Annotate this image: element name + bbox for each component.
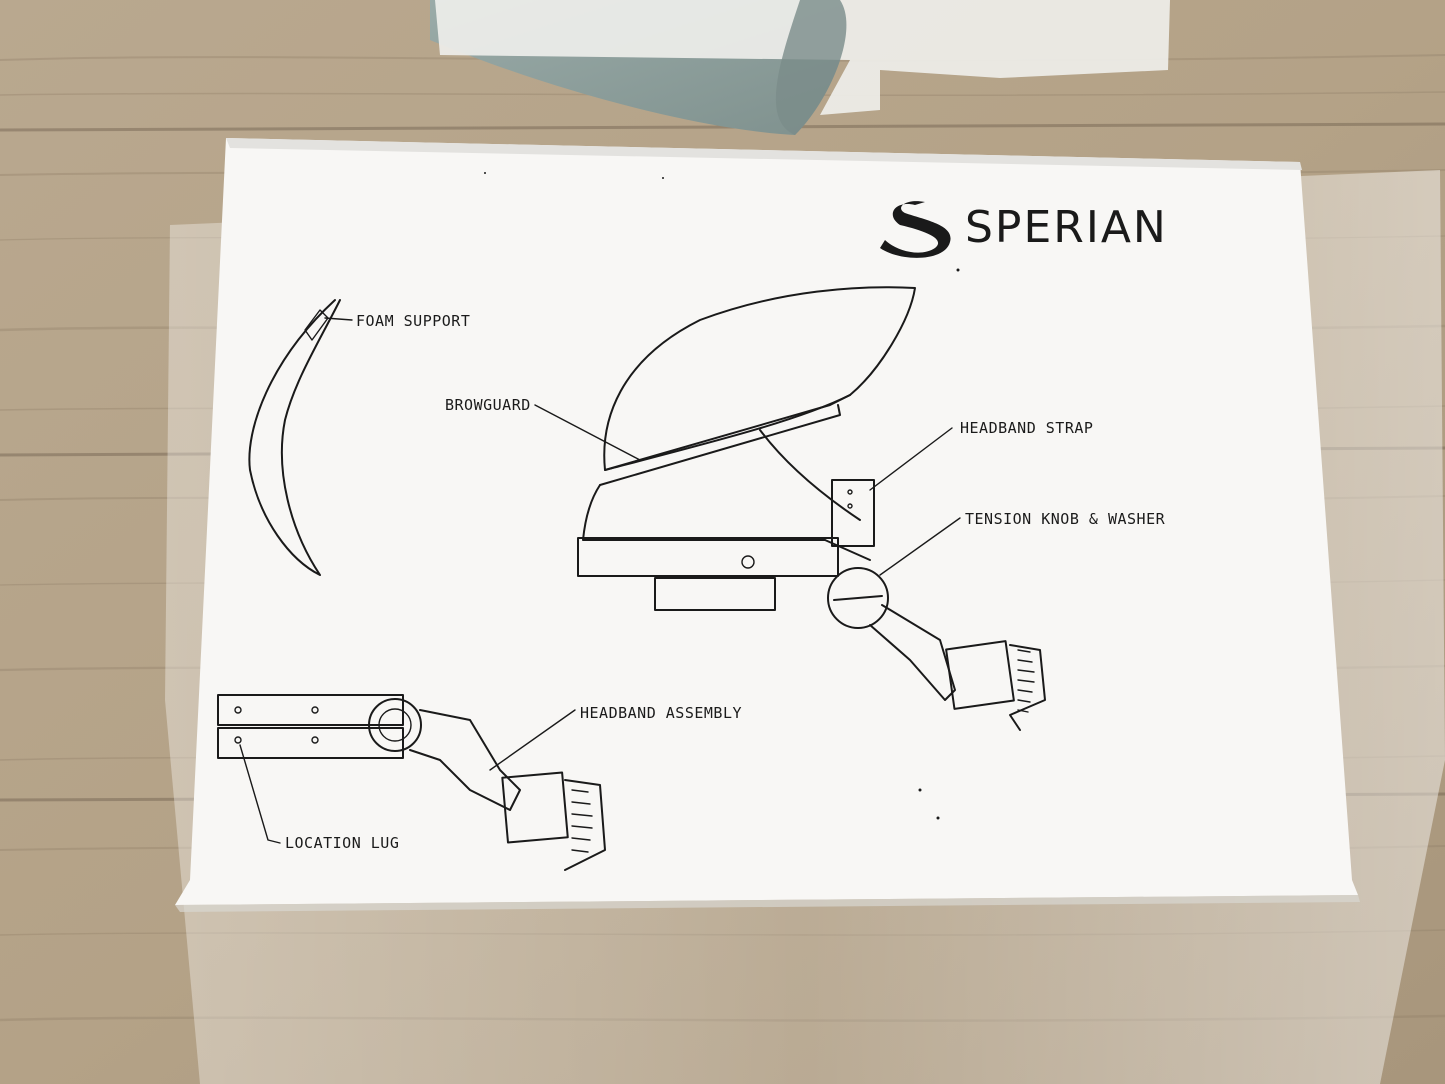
instruction-paper	[175, 138, 1358, 905]
label-browguard: BROWGUARD	[445, 396, 531, 414]
sperian-s-logo-icon	[880, 201, 951, 258]
label-headband-strap: HEADBAND STRAP	[960, 419, 1093, 437]
browguard-drawing: BROWGUARD HEADBAND STRAP TENSION KNOB & …	[445, 286, 1166, 731]
label-headband-assembly: HEADBAND ASSEMBLY	[580, 704, 742, 722]
sperian-logo: SPERIAN	[880, 201, 1168, 258]
grey-pad-edge	[775, 0, 847, 135]
foam-support-drawing: FOAM SUPPORT	[248, 299, 470, 576]
label-location-lug: LOCATION LUG	[285, 834, 399, 852]
paper-shadow	[175, 895, 1360, 912]
headband-assembly-drawing: HEADBAND ASSEMBLY LOCATION LUG	[217, 694, 742, 871]
label-foam-support: FOAM SUPPORT	[356, 312, 470, 330]
paper-fold-edge	[226, 138, 1302, 170]
label-tension-knob: TENSION KNOB & WASHER	[965, 510, 1166, 528]
print-specks	[484, 172, 960, 820]
brand-name: SPERIAN	[965, 202, 1168, 253]
